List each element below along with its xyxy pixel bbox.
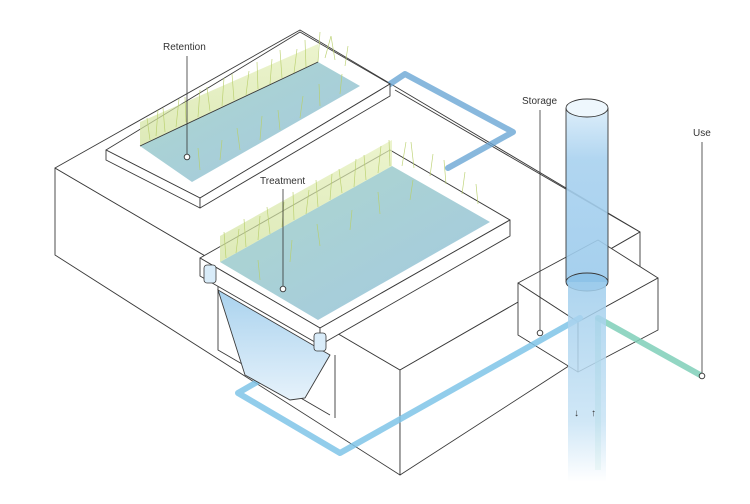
treatment-marker (279, 285, 287, 293)
treatment-funnel (217, 289, 331, 401)
retention-planter (105, 31, 391, 209)
treatment-planter (199, 139, 511, 401)
feed-pipe (235, 315, 583, 456)
use-marker (698, 372, 706, 380)
storage-marker (536, 329, 544, 337)
retention-label: Retention (163, 42, 206, 53)
tank-shaft (568, 282, 606, 482)
use-label: Use (693, 128, 711, 139)
arrow-down: ↓ (574, 408, 579, 419)
use-pipe (595, 315, 705, 379)
treatment-water (220, 166, 490, 320)
treatment-label: Treatment (260, 176, 305, 187)
arrow-up: ↑ (591, 408, 596, 419)
labels: Retention Treatment Storage Use (163, 42, 711, 187)
storage-tank: ↓ ↑ (565, 98, 609, 482)
retention-water (140, 62, 360, 182)
storage-label: Storage (522, 96, 557, 107)
tank-body (566, 108, 608, 280)
callouts (183, 56, 706, 380)
retention-marker (183, 153, 191, 161)
